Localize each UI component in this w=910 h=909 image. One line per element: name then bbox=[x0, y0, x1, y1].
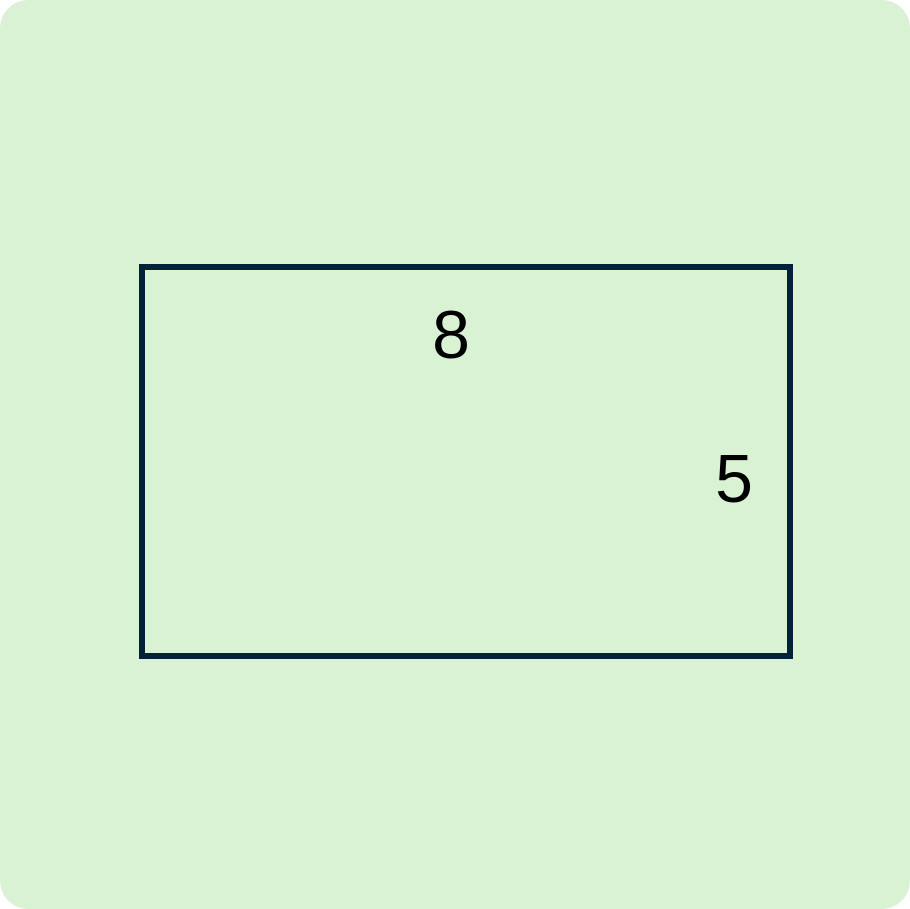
width-label: 8 bbox=[432, 297, 470, 373]
rectangle-shape bbox=[139, 264, 793, 659]
height-label: 5 bbox=[715, 441, 753, 517]
